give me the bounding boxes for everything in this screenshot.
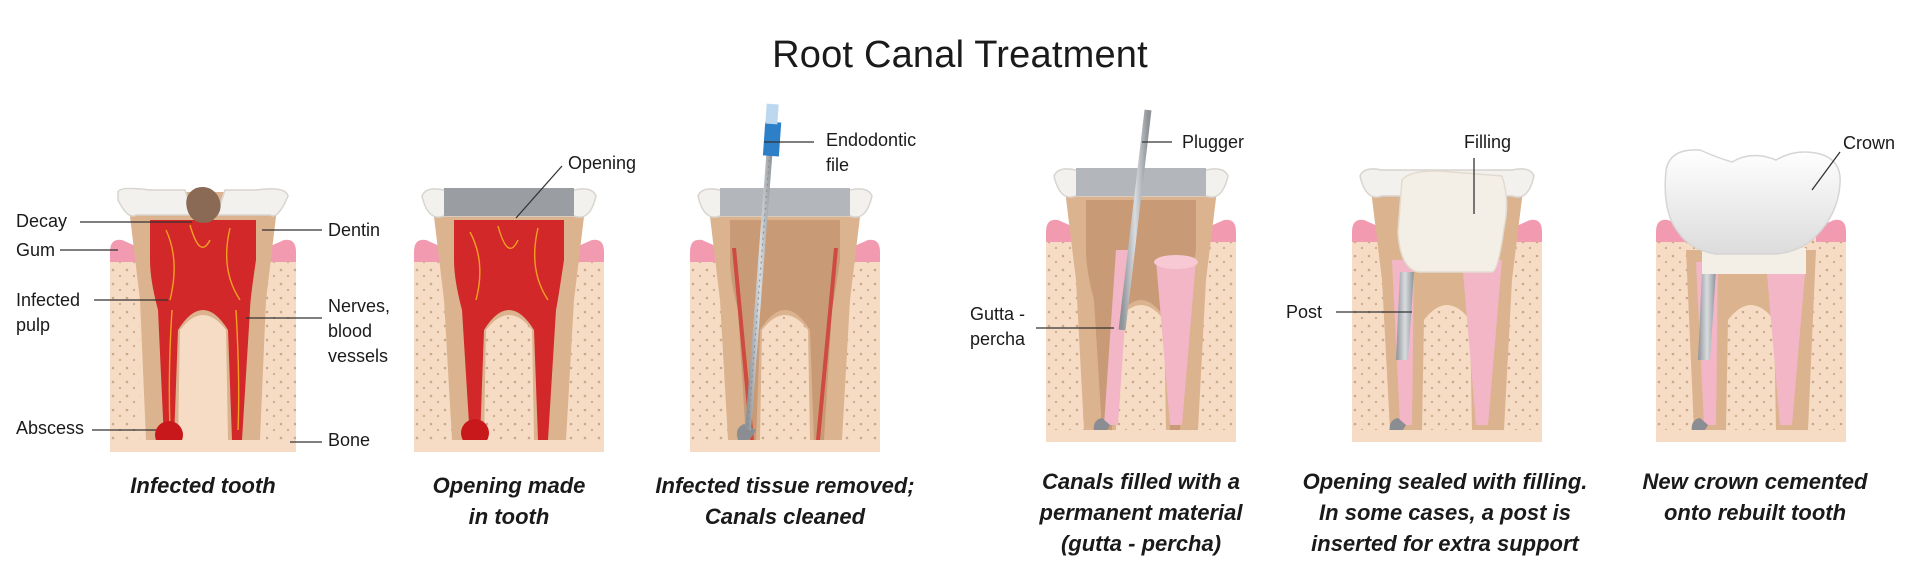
- gum-right: [266, 239, 296, 262]
- label-filling: Filling: [1464, 132, 1512, 152]
- caption-new-crown: New crown cemented onto rebuilt tooth: [1642, 469, 1868, 525]
- caption-opening-sealed: Opening sealed with filling. In some cas…: [1302, 469, 1588, 556]
- label-post: Post: [1286, 302, 1323, 322]
- tooth-infected: [110, 187, 296, 452]
- leader-lines: [60, 141, 1841, 443]
- enamel: [117, 187, 289, 217]
- label-gutta-percha: Gutta - percha: [970, 304, 1026, 349]
- caption-opening-made: Opening made in tooth: [432, 473, 586, 529]
- filling: [1397, 170, 1508, 273]
- label-decay: Decay: [16, 211, 68, 231]
- label-dentin: Dentin: [328, 220, 381, 240]
- label-crown: Crown: [1843, 133, 1896, 153]
- caption-infected-tooth: Infected tooth: [130, 473, 276, 498]
- post: [1396, 272, 1414, 360]
- label-gum: Gum: [16, 240, 56, 260]
- label-opening: Opening: [568, 153, 637, 173]
- plugger-shaft: [1118, 109, 1152, 331]
- gum-left: [110, 239, 140, 262]
- decay-spot: [186, 187, 221, 223]
- endodontic-file-handle: [762, 121, 782, 157]
- label-nerves-blood-vessels: Nerves, blood vessels: [328, 296, 391, 366]
- crown: [1664, 149, 1841, 255]
- tooth-sealed: [1352, 168, 1542, 442]
- label-endodontic-file: Endodontic file: [826, 130, 917, 175]
- label-abscess: Abscess: [16, 418, 85, 438]
- tooth-crowned: [1656, 149, 1846, 442]
- caption-canals-filled: Canals filled with a permanent material …: [1039, 469, 1243, 556]
- gutta-percha-right: [1156, 260, 1196, 425]
- label-plugger: Plugger: [1182, 132, 1245, 152]
- opening-cavity: [444, 188, 574, 216]
- tooth-cleaned: [690, 103, 880, 452]
- label-infected-pulp: Infected pulp: [16, 290, 81, 335]
- diagram-title: Root Canal Treatment: [772, 34, 1148, 76]
- tooth-filled: [1046, 109, 1236, 442]
- label-bone: Bone: [328, 430, 371, 450]
- caption-tissue-removed: Infected tissue removed; Canals cleaned: [655, 473, 915, 529]
- nerves-lines: [165, 224, 241, 431]
- tooth-opening: [414, 188, 604, 452]
